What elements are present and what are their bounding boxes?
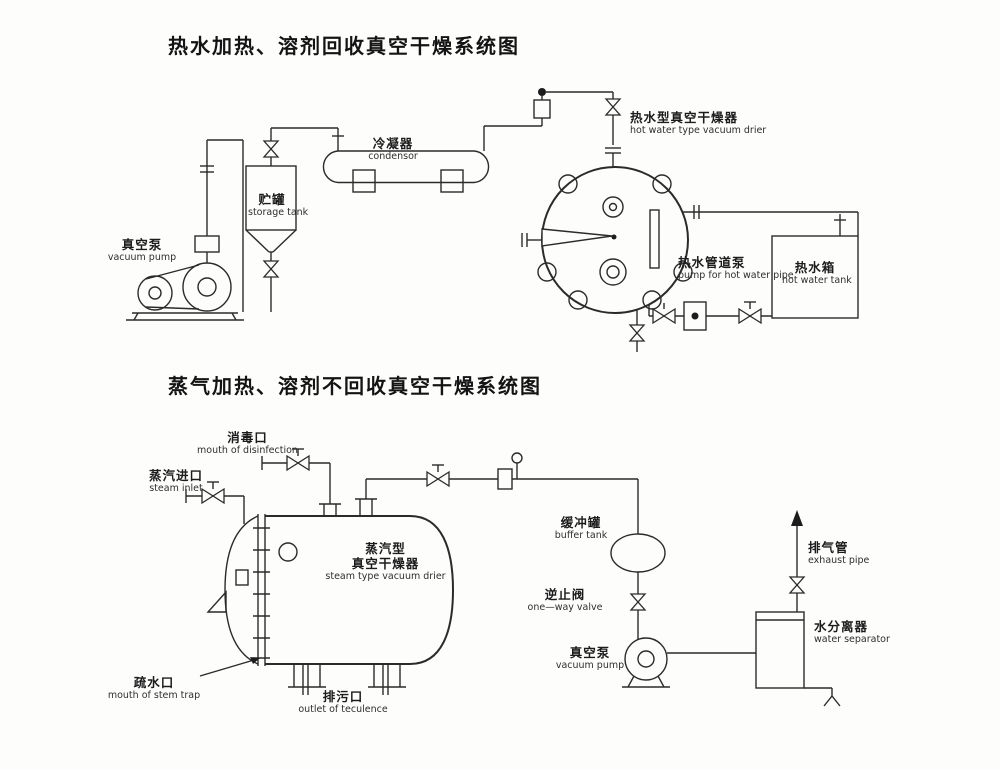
- exhaust-pipe-symbol: [788, 510, 806, 612]
- steam-drier-label-zh1: 蒸汽型: [365, 541, 406, 556]
- steam-inlet-label-en: steam inlet: [149, 483, 203, 494]
- vacuum-pump-label-zh: 真空泵: [121, 237, 163, 252]
- hot-water-drier-label-zh: 热水型真空干燥器: [630, 110, 739, 125]
- pipework-top-right: [628, 205, 859, 352]
- disinfection-port-label-en: mouth of disinfection: [197, 445, 298, 456]
- water-separator-label-en: water separator: [814, 634, 890, 645]
- water-separator-label: 水分离器 water separator: [814, 619, 914, 645]
- top-system-title: 热水加热、溶剂回收真空干燥系统图: [168, 34, 520, 58]
- pipework-top-left: [200, 139, 244, 312]
- hot-water-drier-label: 热水型真空干燥器 hot water type vacuum drier: [630, 110, 790, 136]
- vacuum-pump-bottom-symbol: [622, 637, 756, 688]
- hot-water-tank-symbol: [771, 214, 859, 319]
- steam-drier-label-en: steam type vacuum drier: [325, 571, 446, 582]
- bottom-system-drawing: [185, 448, 841, 707]
- steam-inlet-line: [185, 481, 245, 524]
- steam-drier-label-zh2: 真空干燥器: [351, 556, 420, 571]
- hot-water-drier-symbol: [521, 166, 693, 314]
- disinfection-port-label-zh: 消毒口: [227, 430, 268, 445]
- vacuum-pump-label: 真空泵 vacuum pump: [98, 237, 186, 263]
- buffer-tank-label: 缓冲罐 buffer tank: [545, 515, 617, 541]
- one-way-valve-label-en: one—way valve: [527, 602, 603, 613]
- one-way-valve-label: 逆止阀 one—way valve: [522, 587, 608, 613]
- vacuum-pump-bottom-label-zh: 真空泵: [569, 645, 611, 660]
- vacuum-pump-bottom-label-en: vacuum pump: [555, 660, 625, 671]
- hot-water-pipe-pump-symbol: [648, 301, 772, 331]
- hot-water-tank-label-en: hot water tank: [782, 275, 852, 286]
- bottom-system-title: 蒸气加热、溶剂不回收真空干燥系统图: [168, 374, 542, 398]
- steam-trap-port-label: 疏水口 mouth of stem trap: [96, 675, 212, 701]
- drain-outlet-label-en: outlet of teculence: [298, 704, 388, 715]
- sight-glass-symbol: [483, 88, 613, 151]
- steam-drier-label: 蒸汽型 真空干燥器 steam type vacuum drier: [318, 541, 453, 582]
- hot-water-drier-label-en: hot water type vacuum drier: [630, 125, 767, 136]
- hot-water-pump-label-en: pump for hot water pipe: [678, 270, 794, 281]
- top-system-drawing: [126, 88, 859, 352]
- vacuum-pump-bottom-label: 真空泵 vacuum pump: [551, 645, 629, 671]
- storage-tank-label-en: storage tank: [248, 207, 309, 218]
- steam-inlet-label-zh: 蒸汽进口: [148, 468, 203, 483]
- water-separator-label-zh: 水分离器: [814, 619, 869, 634]
- steam-drier-symbol: [206, 514, 455, 666]
- condenser-label-zh: 冷凝器: [372, 136, 414, 151]
- storage-tank-symbol: [245, 127, 339, 312]
- condenser-label: 冷凝器 condensor: [348, 136, 438, 162]
- disinfection-line: [261, 448, 341, 516]
- storage-tank-label-zh: 贮罐: [258, 192, 286, 207]
- buffer-tank-symbol: [610, 533, 666, 594]
- water-separator-symbol: [755, 611, 841, 707]
- steam-trap-port-label-en: mouth of stem trap: [107, 690, 201, 701]
- one-way-valve-label-zh: 逆止阀: [544, 587, 586, 602]
- exhaust-pipe-label-zh: 排气管: [808, 540, 849, 555]
- condenser-label-en: condensor: [368, 151, 418, 162]
- hot-water-tank-label: 热水箱 hot water tank: [782, 260, 852, 286]
- buffer-tank-label-en: buffer tank: [554, 530, 608, 541]
- one-way-valve-symbol: [629, 593, 647, 640]
- hot-water-tank-label-zh: 热水箱: [794, 260, 836, 275]
- hot-water-pump-label: 热水管道泵 pump for hot water pipe: [678, 255, 803, 281]
- vacuum-pump-label-en: vacuum pump: [107, 252, 177, 263]
- drier-top-valve: [604, 92, 622, 167]
- drain-outlet-label-zh: 排污口: [322, 689, 364, 704]
- exhaust-pipe-label-en: exhaust pipe: [808, 555, 870, 566]
- drain-legs: [288, 664, 406, 695]
- disinfection-port-label: 消毒口 mouth of disinfection: [190, 430, 305, 456]
- exhaust-pipe-label: 排气管 exhaust pipe: [808, 540, 893, 566]
- buffer-tank-label-zh: 缓冲罐: [560, 515, 602, 530]
- vacuum-line: [355, 452, 639, 534]
- hot-water-pump-label-zh: 热水管道泵: [678, 255, 746, 270]
- drain-outlet-label: 排污口 outlet of teculence: [284, 689, 402, 715]
- condenser-symbol: [322, 135, 490, 193]
- steam-trap-pointer: [199, 657, 260, 677]
- steam-trap-port-label-zh: 疏水口: [133, 675, 175, 690]
- steam-inlet-label: 蒸汽进口 steam inlet: [136, 468, 216, 494]
- storage-tank-label: 贮罐 storage tank: [248, 192, 309, 218]
- vacuum-pump-symbol: [126, 235, 244, 321]
